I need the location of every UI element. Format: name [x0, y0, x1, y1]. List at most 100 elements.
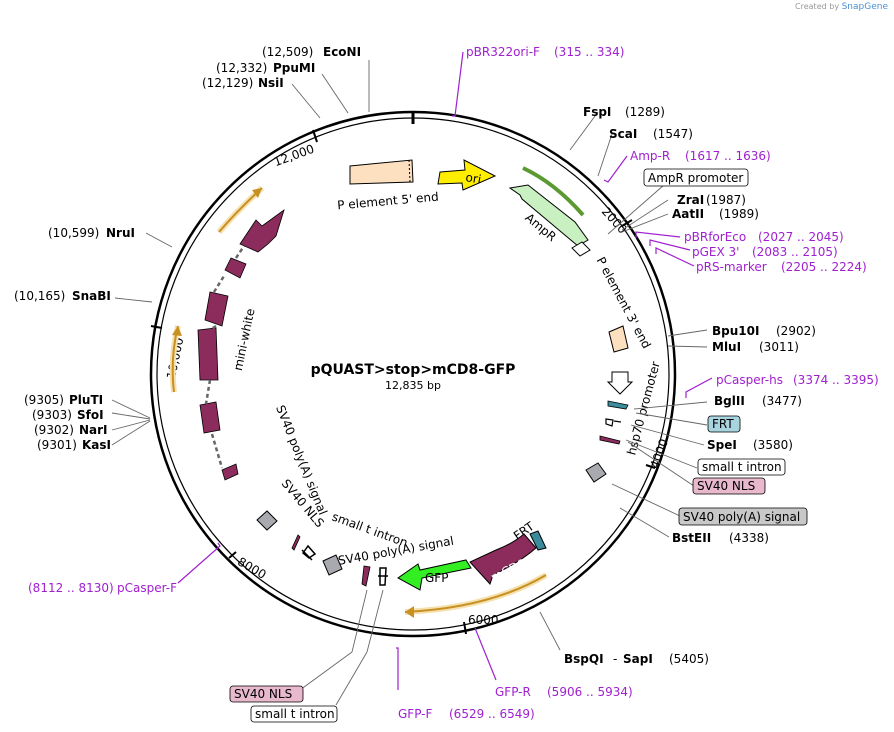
sv40-polya-feature-3	[256, 510, 278, 531]
enzyme-name-spei: SpeI	[707, 438, 737, 452]
label-ori: ori	[464, 170, 482, 186]
enzyme-name-bglii: BglII	[714, 394, 745, 408]
primer-labels: pBR322ori-F (315 .. 334) Amp-R (1617 .. …	[28, 45, 879, 721]
enzyme-pos-sfoi: (9303)	[32, 408, 72, 422]
features-top: P element 5' end ori AmpR P element 3' e…	[337, 159, 654, 353]
box-bg	[678, 507, 808, 526]
enzyme-name-nrui: NruI	[106, 226, 135, 240]
p-element-3-end-feature	[608, 325, 629, 353]
enzyme-pos-kasi: (9301)	[37, 438, 77, 452]
sv40-nls-feature-2	[361, 565, 371, 587]
primer-range-pbr322ori-f: (315 .. 334)	[554, 45, 624, 59]
box-bg	[697, 458, 786, 476]
enzyme-pos-bsteii: (4338)	[729, 531, 769, 545]
ampr-promoter-feature	[571, 241, 591, 257]
snapgene-credit: Created by SnapGene	[795, 2, 888, 12]
box-small-t-intron-right: small t intron	[697, 458, 786, 476]
enzyme-name-bspqi: BspQI	[564, 652, 604, 666]
sv40-polya-feature-1	[585, 462, 607, 483]
enzyme-name-nsii: NsiI	[258, 76, 284, 90]
enzyme-pos-aatii: (1989)	[719, 207, 759, 221]
box-text: SV40 poly(A) signal	[683, 510, 800, 524]
box-text: AmpR promoter	[648, 171, 743, 185]
mini-white-exon-5	[224, 257, 247, 279]
box-text: small t intron	[702, 460, 782, 474]
tick-label-6000: 6000	[468, 613, 499, 627]
enzyme-name-snabi: SnaBI	[72, 289, 111, 303]
backbone	[149, 110, 677, 638]
enzyme-separator: -	[613, 652, 617, 666]
snapgene-brand: SnapGene	[841, 2, 888, 12]
primer-range-pcasper-hs: (3374 .. 3395)	[793, 373, 879, 387]
plasmid-name: pQUAST>stop>mCD8-GFP	[311, 362, 516, 378]
label-small-t-intron-2: small t intron	[330, 510, 410, 550]
primer-name-gfp-r: GFP-R	[495, 685, 531, 699]
gfp-feature	[397, 559, 472, 591]
enzyme-name-bsteii: BstEII	[672, 531, 711, 545]
primer-range-gfp-f: (6529 .. 6549)	[449, 707, 535, 721]
box-bg	[643, 168, 749, 187]
sv40-polya-feature-2	[322, 554, 343, 576]
features-bottom-left: SV40 poly(A) signal small t intron SV40 …	[256, 403, 455, 587]
ampr-feature	[508, 184, 589, 247]
enzyme-pos-bglii: (3477)	[762, 394, 802, 408]
enzyme-name-scai: ScaI	[609, 127, 637, 141]
enzyme-pos-bpu10i: (2902)	[776, 324, 816, 338]
box-bg	[250, 705, 338, 723]
p-element-5-end-feature	[349, 159, 414, 185]
primer-range-amp-r: (1617 .. 1636)	[685, 149, 771, 163]
box-text: FRT	[712, 417, 734, 431]
enzyme-name-econi: EcoNI	[323, 45, 361, 59]
primer-name-amp-r: Amp-R	[630, 149, 670, 163]
enzyme-pos-nsii: (12,129)	[202, 76, 253, 90]
box-bg	[229, 685, 304, 703]
ampr-primer-arrow	[522, 166, 585, 217]
mini-white-exon-1	[221, 463, 239, 481]
boxed-labels: AmpR promoter FRT small t intron SV40 NL…	[229, 168, 808, 723]
ori-feature	[437, 159, 497, 191]
enzyme-pos-ppumi: (12,332)	[216, 61, 267, 75]
enzyme-name-pluti: PluTI	[69, 393, 103, 407]
enzyme-name-ppumi: PpuMI	[273, 61, 315, 75]
sv40-nls-feature-1	[599, 435, 621, 445]
enzyme-name-bpu10i: Bpu10I	[712, 324, 759, 338]
enzyme-name-aatii: AatII	[672, 207, 704, 221]
enzyme-name-nari: NarI	[79, 423, 108, 437]
box-frt: FRT	[707, 415, 741, 433]
primer-leaders	[177, 51, 713, 690]
primer-name-pcasper-hs: pCasper-hs	[716, 373, 783, 387]
small-t-intron-feature-3	[301, 544, 317, 561]
primer-range-pbrforeco: (2027 .. 2045)	[758, 230, 844, 244]
primer-range-pcasper-f: (8112 .. 8130)	[28, 581, 114, 595]
box-ampr-promoter: AmpR promoter	[643, 168, 749, 187]
primer-name-gfp-f: GFP-F	[398, 707, 433, 721]
frt-feature-1	[607, 400, 629, 410]
enzyme-pos-mlui: (3011)	[759, 340, 799, 354]
primer-name-prs-marker: pRS-marker	[696, 260, 767, 274]
enzyme-name-mlui: MluI	[712, 340, 741, 354]
box-sv40-nls-bottom: SV40 NLS	[229, 685, 304, 703]
features-bottom: FRT mCD8 GFP	[397, 519, 548, 618]
enzyme-pos-snabi: (10,165)	[14, 289, 65, 303]
tick-label-8000: 8000	[235, 554, 268, 581]
box-sv40-polya-right: SV40 poly(A) signal	[678, 507, 808, 526]
mini-white-exon-6	[239, 208, 285, 253]
sv40-nls-feature-3	[291, 534, 301, 551]
small-t-intron-feature-1	[605, 418, 622, 427]
mcd8-feature	[469, 533, 537, 585]
primer-range-prs-marker: (2205 .. 2224)	[781, 260, 867, 274]
label-mini-white: mini-white	[231, 307, 258, 372]
orange-primer-top-left-head	[252, 188, 262, 198]
enzyme-name-fspi: FspI	[583, 105, 611, 119]
credit-prefix: Created by	[795, 2, 840, 11]
tick-label-4000: 4000	[647, 437, 671, 470]
enzyme-name-kasi: KasI	[82, 438, 111, 452]
box-sv40-nls-right: SV40 NLS	[692, 477, 766, 495]
orange-primer-bottom-head	[405, 606, 414, 618]
plasmid-size: 12,835 bp	[385, 379, 441, 392]
enzyme-pos-nari: (9302)	[34, 423, 74, 437]
orange-primer-bottom	[404, 574, 547, 613]
enzyme-name-zrai: ZraI	[677, 193, 704, 207]
tick-label-12000: 12,000	[272, 142, 316, 170]
